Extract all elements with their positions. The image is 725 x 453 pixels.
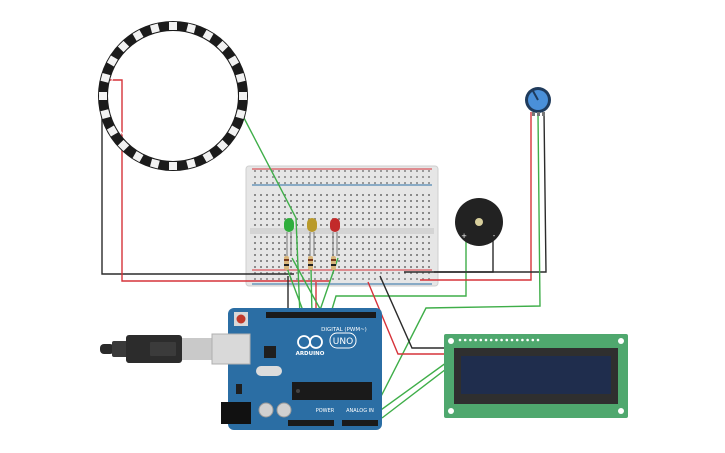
neopixel-led — [202, 151, 214, 163]
wire-lcd-scl[interactable] — [381, 365, 451, 419]
neopixel-led — [169, 162, 177, 170]
lcd-pin — [500, 338, 503, 342]
neopixel-led — [100, 73, 111, 83]
breadboard — [245, 165, 439, 287]
wire-pot-gnd[interactable] — [434, 111, 547, 273]
neopixel-led — [99, 92, 107, 100]
lcd-pin — [515, 338, 519, 342]
lcd-pin — [526, 338, 529, 342]
lcd-pin — [510, 338, 514, 342]
wire-sensor[interactable] — [291, 257, 325, 317]
lcd-pin — [474, 338, 477, 342]
power-label: POWER — [316, 408, 335, 414]
piezo-buzzer[interactable]: + - — [455, 198, 503, 246]
wires — [101, 79, 547, 419]
lcd-pin — [536, 338, 540, 342]
lcd-pin — [484, 338, 488, 342]
lcd-pin — [505, 338, 509, 342]
digital-header[interactable] — [266, 312, 376, 318]
lcd-pin — [521, 338, 524, 342]
neopixel-led — [235, 109, 246, 119]
neopixel-led — [117, 40, 130, 53]
led-red[interactable] — [330, 218, 340, 256]
led-green[interactable] — [284, 218, 294, 256]
resistor-1[interactable] — [284, 256, 289, 270]
buzzer-minus-label: - — [493, 232, 496, 240]
neopixel-led — [216, 40, 229, 53]
neopixel-led — [106, 125, 118, 137]
atmega-chip — [292, 382, 372, 400]
analog-label: ANALOG IN — [346, 408, 374, 414]
lcd-pin — [489, 338, 493, 342]
wire-lcd-sda[interactable] — [377, 359, 451, 413]
lcd-pin-header — [458, 338, 540, 342]
lcd-pin — [463, 338, 467, 342]
wire-buzzer-signal[interactable] — [329, 240, 467, 317]
neopixel-led — [239, 92, 247, 100]
led-yellow[interactable] — [307, 218, 317, 256]
lcd-pin — [495, 338, 498, 342]
arduino-brand: ARDUINO — [296, 351, 325, 357]
analog-header[interactable] — [342, 420, 378, 426]
neopixel-led — [228, 55, 240, 67]
neopixel-led — [150, 158, 160, 169]
neopixel-led — [235, 73, 246, 83]
lcd-pin — [479, 338, 483, 342]
neopixel-ring[interactable] — [98, 21, 248, 171]
reset-button-icon[interactable] — [234, 312, 248, 326]
neopixel-led — [100, 109, 111, 119]
digital-label: DIGITAL (PWM~) — [321, 327, 367, 333]
neopixel-led — [216, 139, 229, 152]
wire-ring-vcc[interactable] — [110, 79, 330, 282]
neopixel-led — [132, 29, 144, 41]
neopixel-led — [132, 151, 144, 163]
arduino-model: UNO — [333, 337, 353, 347]
neopixel-led — [202, 29, 214, 41]
arduino-uno[interactable]: DIGITAL (PWM~) ARDUINO UNO POWER ANALOG … — [211, 308, 382, 430]
resistor-3[interactable] — [331, 256, 336, 270]
wire-lcd-gnd[interactable] — [379, 275, 450, 349]
neopixel-led — [186, 23, 196, 34]
dc-power-jack[interactable] — [221, 402, 251, 424]
wire-pot-vcc[interactable] — [420, 112, 532, 281]
wire-lcd-vcc[interactable] — [367, 281, 450, 355]
wire-ring-data[interactable] — [243, 117, 301, 317]
buzzer-plus-label: + — [461, 232, 467, 240]
lcd-pin — [469, 338, 472, 342]
power-header[interactable] — [288, 420, 334, 426]
neopixel-led — [150, 23, 160, 34]
lcd-display[interactable] — [444, 334, 628, 418]
wire-pot-wiper[interactable] — [369, 113, 541, 419]
lcd-pin — [458, 338, 462, 342]
neopixel-led — [106, 55, 118, 67]
lcd-pin — [531, 338, 535, 342]
neopixel-led — [228, 125, 240, 137]
lcd-screen — [461, 356, 611, 394]
neopixel-led — [186, 158, 196, 169]
potentiometer[interactable] — [525, 87, 551, 116]
resistor-2[interactable] — [308, 256, 313, 270]
arduino-logo-icon — [297, 335, 323, 349]
neopixel-led — [169, 22, 177, 30]
